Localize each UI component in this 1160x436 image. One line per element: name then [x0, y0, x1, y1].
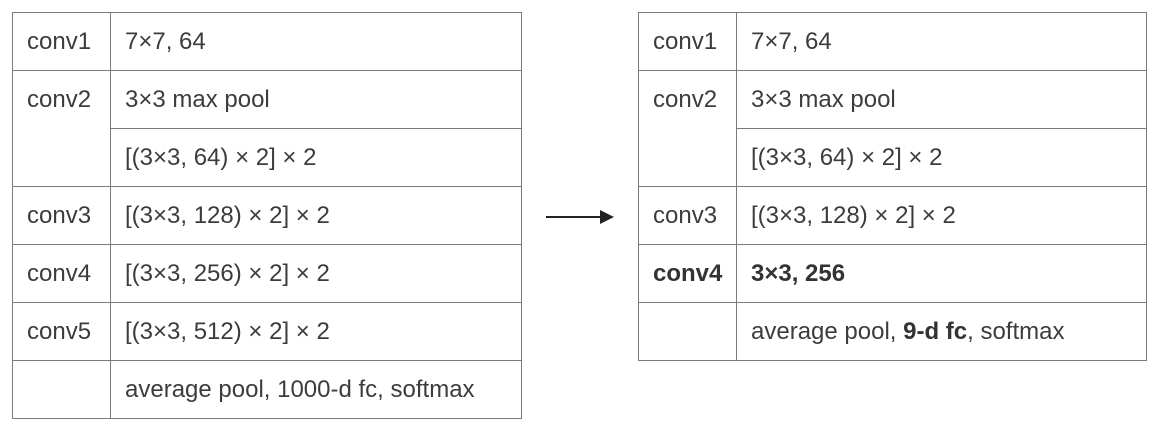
table-row: conv3 [(3×3, 128) × 2] × 2 — [12, 186, 522, 245]
stage-spec: [(3×3, 128) × 2] × 2 — [110, 186, 522, 245]
stage-spec: [(3×3, 512) × 2] × 2 — [110, 302, 522, 361]
modified-architecture-table: conv1 7×7, 64 conv2 3×3 max pool [(3×3, … — [638, 12, 1147, 361]
table-row: conv1 7×7, 64 — [638, 12, 1147, 71]
original-architecture-table: conv1 7×7, 64 conv2 3×3 max pool [(3×3, … — [12, 12, 522, 419]
stage-name: conv4 — [638, 244, 737, 303]
stage-name: conv5 — [12, 302, 111, 361]
stage-spec: [(3×3, 64) × 2] × 2 — [736, 128, 1147, 187]
stage-spec: 3×3 max pool — [736, 70, 1147, 129]
stage-name: conv1 — [638, 12, 737, 71]
stage-spec: 7×7, 64 — [110, 12, 522, 71]
stage-spec: [(3×3, 256) × 2] × 2 — [110, 244, 522, 303]
stage-spec: [(3×3, 128) × 2] × 2 — [736, 186, 1147, 245]
stage-name — [638, 302, 737, 361]
stage-spec: [(3×3, 64) × 2] × 2 — [110, 128, 522, 187]
stage-spec: average pool, 1000-d fc, softmax — [110, 360, 522, 419]
table-row: conv4 3×3, 256 — [638, 244, 1147, 303]
spec-text: , softmax — [967, 318, 1065, 345]
table-row: conv3 [(3×3, 128) × 2] × 2 — [638, 186, 1147, 245]
stage-name: conv1 — [12, 12, 111, 71]
table-row: conv1 7×7, 64 — [12, 12, 522, 71]
stage-spec: average pool, 9-d fc, softmax — [736, 302, 1147, 361]
table-row: [(3×3, 64) × 2] × 2 — [13, 128, 522, 187]
stage-spec: 3×3 max pool — [110, 70, 522, 129]
table-row: conv4 [(3×3, 256) × 2] × 2 — [12, 244, 522, 303]
spec-text: average pool, — [751, 318, 904, 345]
stage-name — [12, 360, 111, 419]
table-row: conv5 [(3×3, 512) × 2] × 2 — [12, 302, 522, 361]
stage-spec: 3×3, 256 — [736, 244, 1147, 303]
right-arrow-icon — [546, 210, 614, 224]
table-row: average pool, 9-d fc, softmax — [638, 302, 1147, 361]
table-row: conv2 3×3 max pool — [638, 70, 1147, 187]
stage-name: conv4 — [12, 244, 111, 303]
table-row: average pool, 1000-d fc, softmax — [12, 360, 522, 419]
table-row: [(3×3, 64) × 2] × 2 — [639, 128, 1147, 187]
stage-spec: 7×7, 64 — [736, 12, 1147, 71]
stage-name: conv2 — [638, 70, 737, 187]
spec-text-highlight: 9-d fc — [903, 318, 968, 345]
stage-name: conv2 — [12, 70, 111, 187]
stage-name: conv3 — [12, 186, 111, 245]
table-row: conv2 3×3 max pool — [12, 70, 522, 187]
stage-name: conv3 — [638, 186, 737, 245]
